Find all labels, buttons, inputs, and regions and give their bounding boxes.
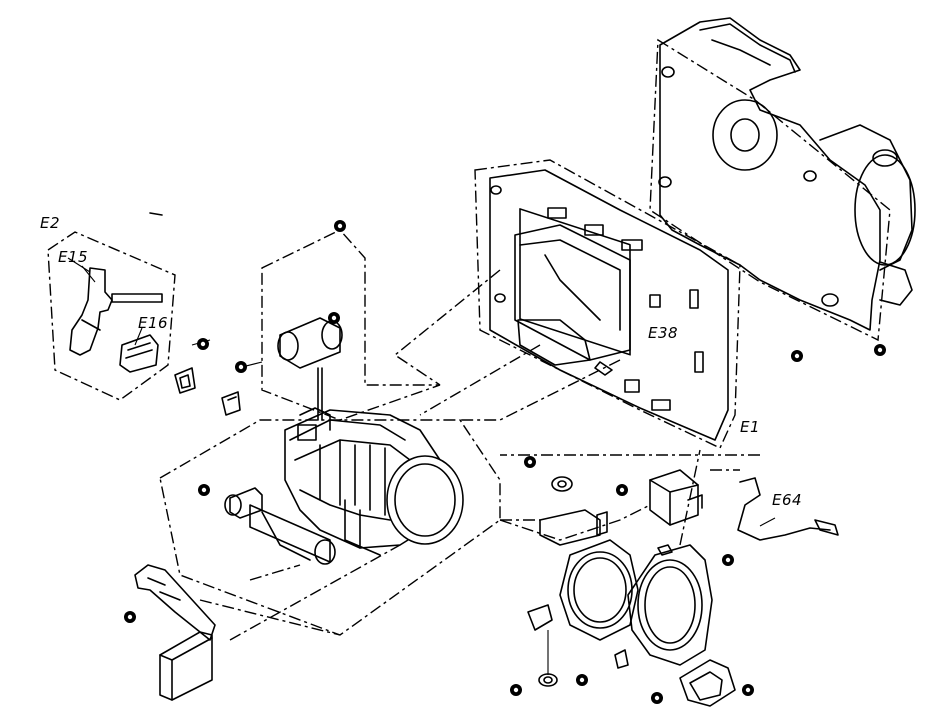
part-marker-center [337,223,343,229]
part-marker-center [745,687,751,693]
small-clips [174,339,263,416]
left-sub-board [47,231,176,401]
label-e16: E16 [138,314,168,332]
main-circuit-board [474,159,741,449]
flex-cable [737,477,839,541]
assembly-guide-lines [199,269,760,641]
lens-drum-assembly [159,407,501,636]
part-marker-center [725,557,731,563]
roller-bracket [224,487,336,565]
label-e1: E1 [740,418,760,436]
label-e15: E15 [58,248,88,266]
gear-assembly [527,476,639,687]
part-marker-center [579,677,585,683]
part-markers [124,220,886,704]
label-e2: E2 [40,214,60,232]
part-marker-center [527,459,533,465]
part-marker-center [201,487,207,493]
part-marker-center [794,353,800,359]
label-e38: E38 [648,324,678,342]
part-marker-center [619,487,625,493]
label-e64: E64 [772,491,802,509]
part-marker-center [200,341,206,347]
part-marker-center [238,364,244,370]
part-marker-center [127,614,133,620]
switch-block [649,469,703,526]
motor-assembly-group [261,229,441,421]
part-marker-center [513,687,519,693]
cassette-door [614,544,713,669]
part-marker-center [331,315,337,321]
part-marker-center [654,695,660,701]
bottom-right-part [679,659,736,707]
bottom-left-bracket [134,564,216,701]
dash-mark [149,212,163,216]
part-marker-center [877,347,883,353]
